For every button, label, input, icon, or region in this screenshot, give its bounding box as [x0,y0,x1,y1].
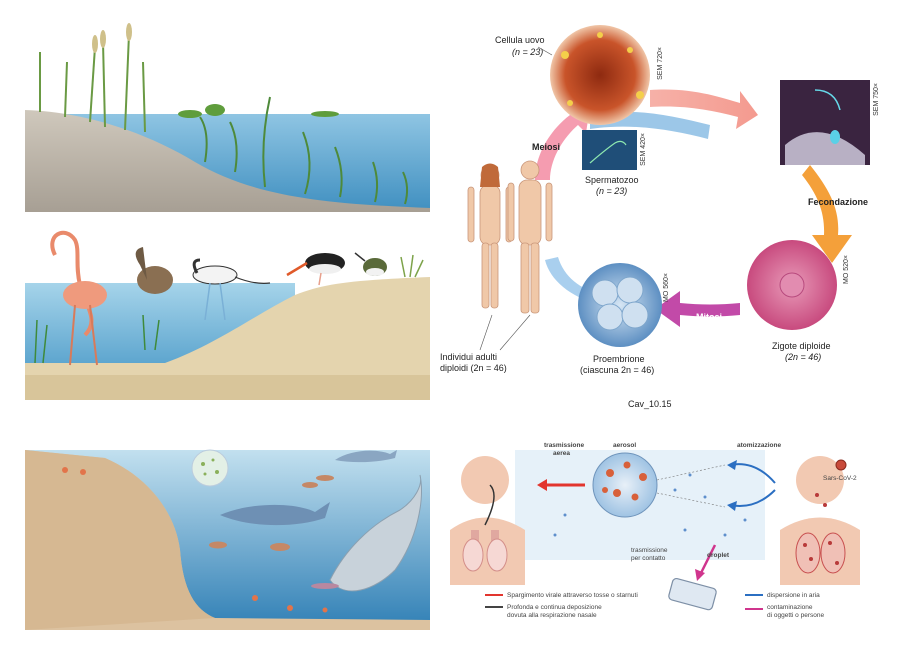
submerged-plants [199,96,409,205]
grass-tuft [400,254,424,278]
droplet-dots [553,473,747,537]
legend-4b: di oggetti o persone [767,612,824,619]
contatto-2: per contatto [631,555,666,562]
marine-zones-illustration [25,440,430,630]
embryo-image [578,263,662,347]
duck [135,247,173,294]
marine-svg [25,449,430,630]
shark [220,502,330,526]
adults-label-1: Individui adulti [440,352,497,362]
sperm-ploidy: (n = 23) [596,186,627,196]
sars-virus-icon [835,459,847,471]
sperm-sem-top: SEM 750× [873,83,880,116]
trasmissione-aerea-2: aerea [553,450,570,457]
egg-ploidy: (n = 23) [512,47,543,57]
beach-sand-shade [25,375,430,400]
meiosi-label: Meiosi [532,142,560,152]
sperm-small-image [582,130,637,170]
female-hair [480,163,500,187]
seafloor-life [62,467,328,613]
egg-cell-image [550,25,650,125]
transmission-svg: Sars-CoV-2 trasmissione aerea aerosol at… [445,435,895,640]
sperm-label: Spermatozoo [585,175,639,185]
zygote-mo: MO 520× [843,255,850,284]
dolphin [335,450,397,463]
arrow-egg-to-fertilization [650,89,758,129]
trasmissione-aerea-1: trasmissione [544,442,584,449]
arrow-adults-to-egg [535,105,590,180]
lake-shore-svg [25,22,430,212]
squid [311,583,339,589]
left-person [450,456,525,585]
fish-group [209,475,334,551]
sperm-sem-small: SEM 420× [640,133,647,166]
egg-granules [561,32,644,106]
legend: Spargimento virale attraverso tosse o st… [485,592,824,619]
arrow-fecondazione [802,165,852,263]
legend-2b: dovuta alla respirazione nasale [507,612,597,619]
life-cycle-svg: Cellula uovo (n = 23) SEM 720× SEM 750× … [440,25,880,409]
reeds [39,33,146,133]
plankton-dots [201,458,219,476]
beach-sand [25,277,430,400]
droplet-label: droplet [707,552,730,559]
plankton-inset [191,449,229,487]
embryo-ploidy: (ciascuna 2n = 46) [580,365,654,375]
shelf-shade [25,450,215,630]
cattail-heads [92,23,132,53]
adults-label-2: diploidi (2n = 46) [440,363,507,373]
sars-label: Sars-CoV-2 [823,475,857,482]
aerosol-particles [602,461,647,501]
legend-1: Spargimento virale attraverso tosse o st… [507,592,638,599]
transmission-diagram: Sars-CoV-2 trasmissione aerea aerosol at… [445,435,895,640]
arrow-mitosi [655,291,740,327]
lapwing [354,252,387,276]
sperm-whale [329,474,422,592]
atomizzazione-label: atomizzazione [737,442,781,449]
water-weeds [34,314,160,364]
zygote-label: Zigote diploide [772,341,831,351]
fecondazione-label: Fecondazione [808,197,868,207]
phone-icon [668,577,717,611]
lake-shore-illustration [25,22,430,212]
contatto-1: trasmissione [631,547,668,554]
embryo-label: Proembrione [593,354,645,364]
figure-code: Cav_10.15 [628,399,672,409]
avocet [192,258,271,321]
aerosol-label: aerosol [613,442,636,449]
aerosol-zoom [592,452,658,518]
embryo-cells [591,276,649,331]
life-cycle-diagram: Cellula uovo (n = 23) SEM 720× SEM 750× … [440,15,890,415]
embryo-mo: MO 560× [663,273,670,302]
legend-3: dispersione in aria [767,592,820,599]
shorebirds-illustration [25,225,430,400]
egg-sem: SEM 720× [657,47,664,80]
virus-dots-lungs [803,493,839,565]
water-lily-leaves [178,104,339,118]
mitosi-label: Mitosi [696,312,722,322]
legend-4a: contaminazione [767,604,813,611]
oystercatcher [286,253,345,286]
shorebirds-svg [25,225,430,400]
egg-label: Cellula uovo [495,35,545,45]
zygote-ploidy: (2n = 46) [785,352,821,362]
flamingo [50,230,107,366]
magenta-arrow [698,544,717,576]
legend-2a: Profonda e continua deposizione [507,604,602,611]
lake-bottom-slope [25,110,430,212]
